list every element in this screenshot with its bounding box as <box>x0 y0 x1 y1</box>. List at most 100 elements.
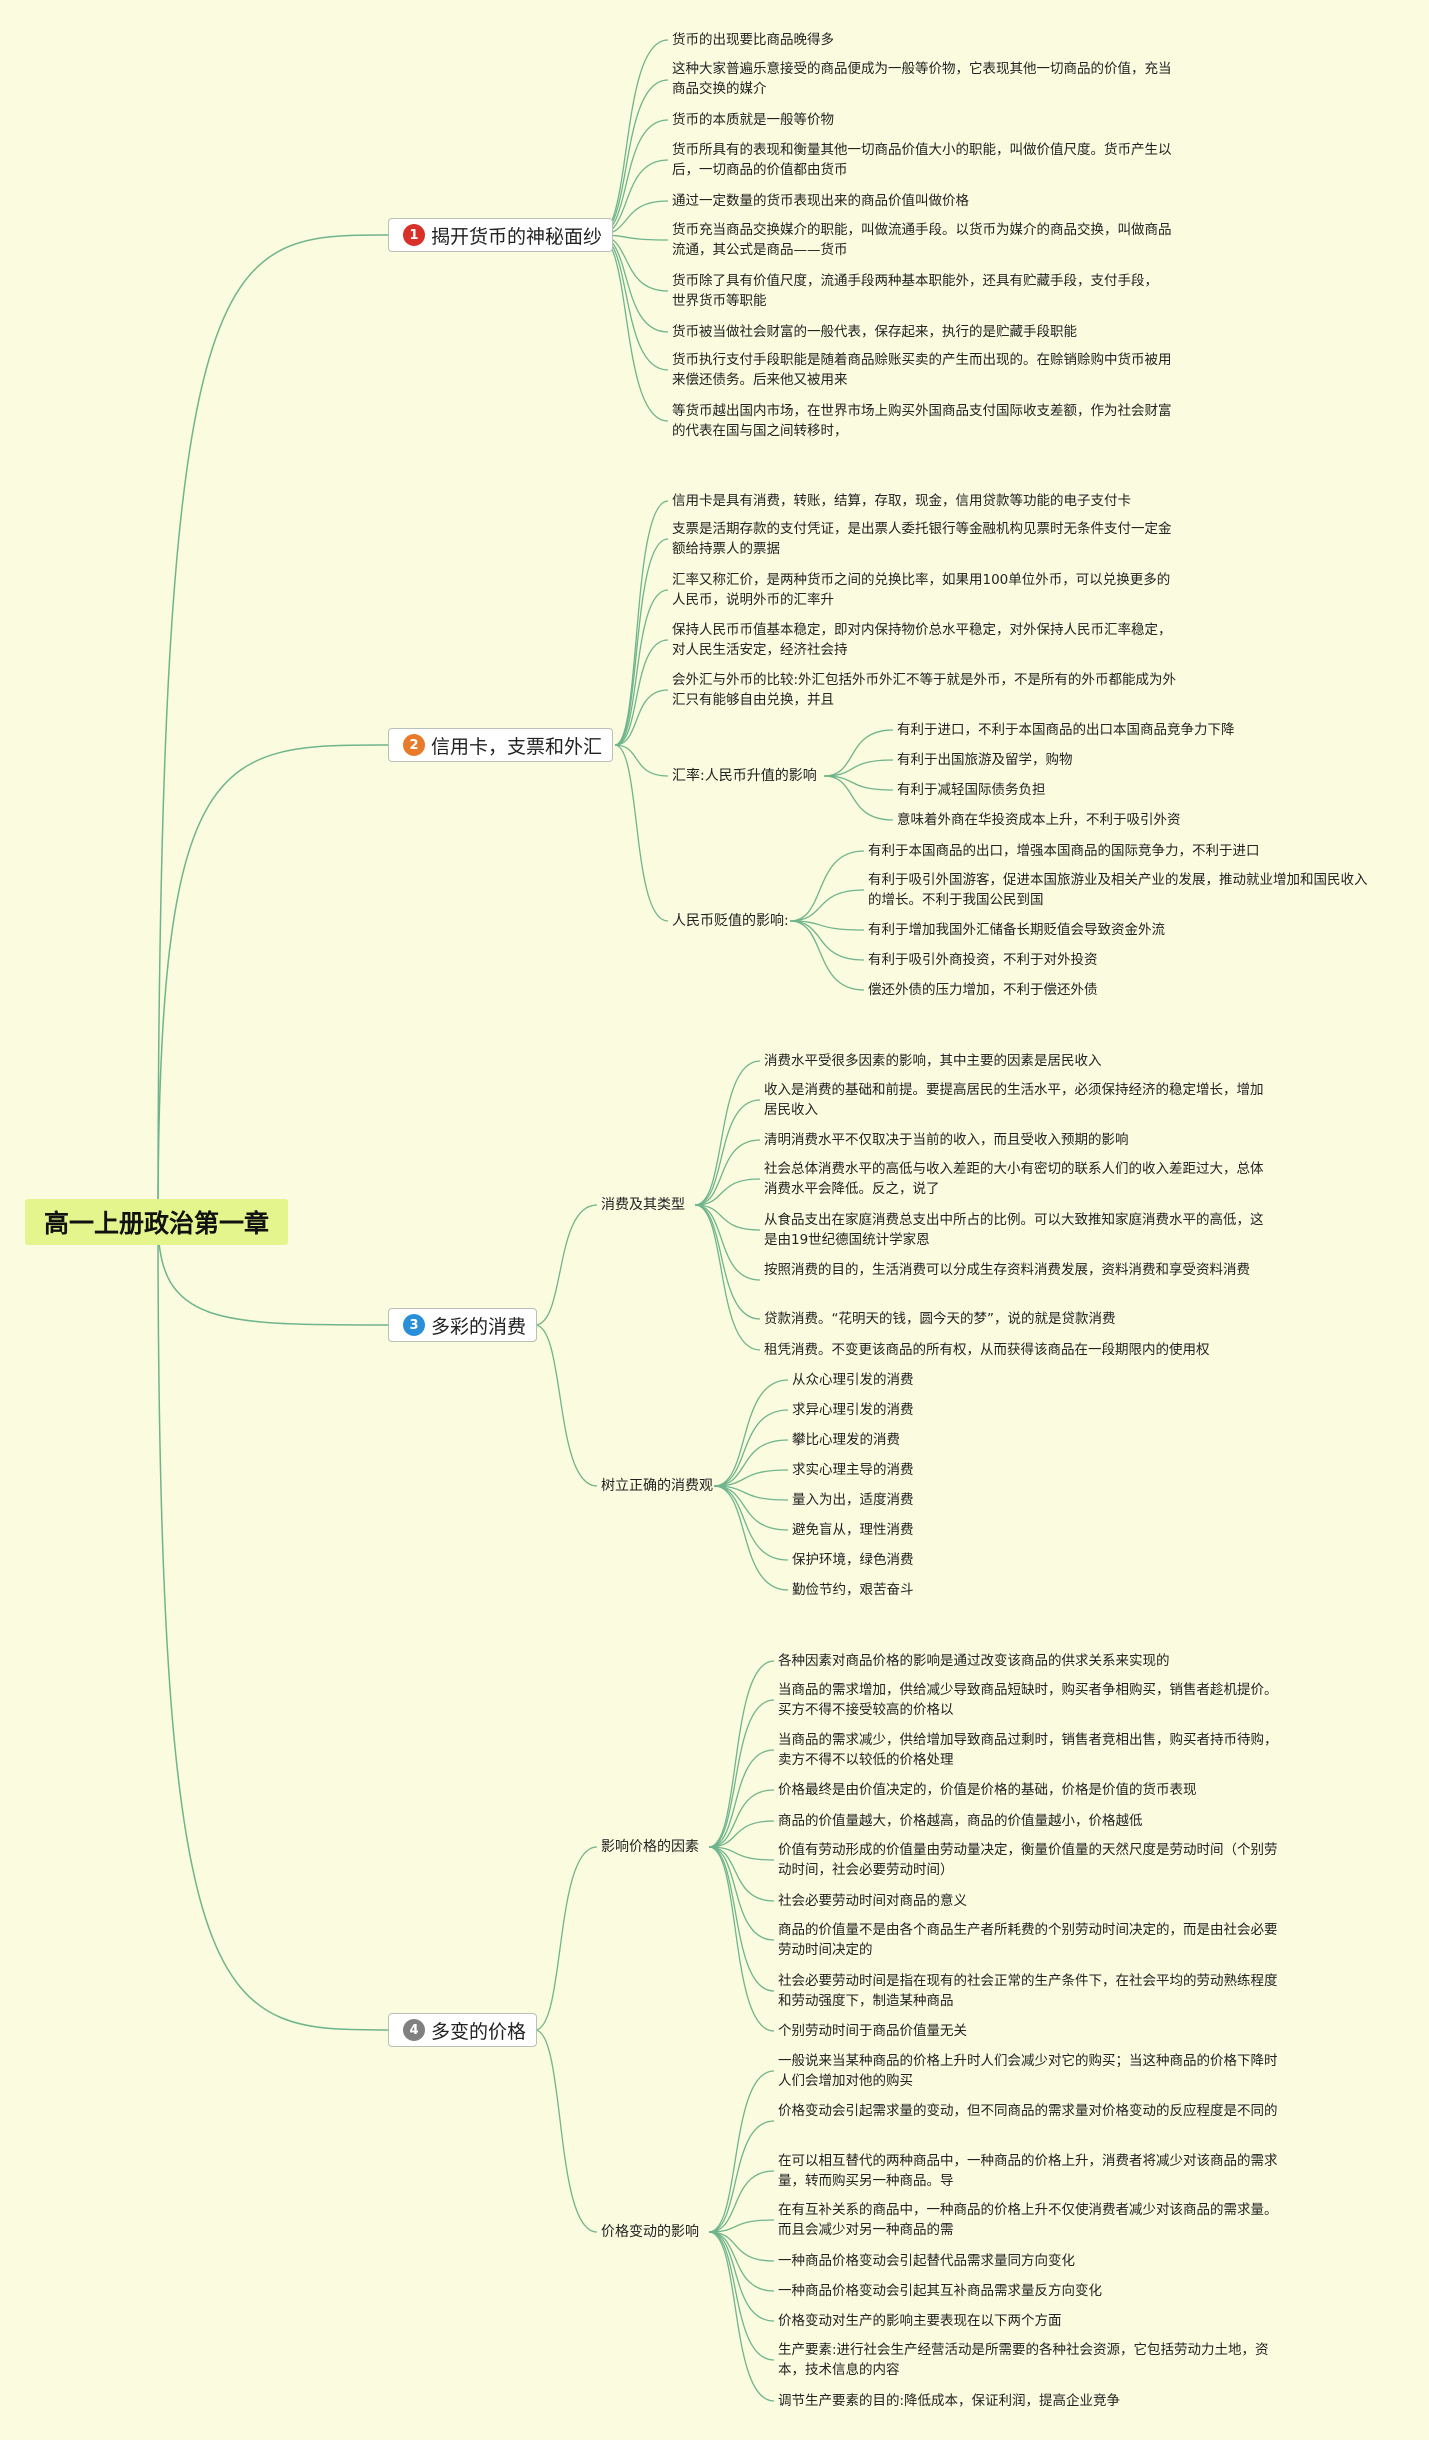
section-3-node[interactable]: 3 多彩的消费 <box>388 1308 538 1342</box>
leaf-4a-1[interactable]: 各种因素对商品价格的影响是通过改变该商品的供求关系来实现的 <box>778 1653 1170 1669</box>
leaf-2b-4[interactable]: 有利于吸引外商投资，不利于对外投资 <box>868 952 1098 968</box>
leaf-4a-4[interactable]: 价格最终是由价值决定的，价值是价格的基础，价格是价值的货币表现 <box>778 1782 1197 1798</box>
connector-s2 <box>614 744 669 777</box>
root-connector <box>157 1221 389 2031</box>
group-appreciation[interactable]: 汇率:人民币升值的影响 <box>672 768 817 784</box>
leaf-3a-4[interactable]: 社会总体消费水平的高低与收入差距的大小有密切的联系人们的收入差距过大，总体消费水… <box>764 1161 1264 1197</box>
leaf-2a-4[interactable]: 意味着外商在华投资成本上升，不利于吸引外资 <box>897 812 1181 828</box>
leaf-4b-1[interactable]: 一般说来当某种商品的价格上升时人们会减少对它的购买；当这种商品的价格下降时人们会… <box>778 2053 1278 2089</box>
leaf-3b-8[interactable]: 勤俭节约，艰苦奋斗 <box>792 1582 914 1598</box>
leaf-2b-1[interactable]: 有利于本国商品的出口，增强本国商品的国际竞争力，不利于进口 <box>868 843 1260 859</box>
leaf-2-1[interactable]: 信用卡是具有消费，转账，结算，存取，现金，信用贷款等功能的电子支付卡 <box>672 493 1131 509</box>
group-consumption-view[interactable]: 树立正确的消费观 <box>601 1478 713 1494</box>
leaf-4a-5[interactable]: 商品的价值量越大，价格越高，商品的价值量越小，价格越低 <box>778 1813 1143 1829</box>
connector-s2a <box>823 759 894 777</box>
leaf-4b-9[interactable]: 调节生产要素的目的:降低成本，保证利润，提高企业竞争 <box>778 2393 1121 2409</box>
connector-s4a <box>708 1846 775 2032</box>
leaf-2a-2[interactable]: 有利于出国旅游及留学，购物 <box>897 752 1073 768</box>
leaf-4a-7[interactable]: 社会必要劳动时间对商品的意义 <box>778 1893 967 1909</box>
leaf-1-4[interactable]: 货币所具有的表现和衡量其他一切商品价值大小的职能，叫做价值尺度。货币产生以后，一… <box>672 142 1172 178</box>
section-2-node[interactable]: 2 信用卡，支票和外汇 <box>388 728 614 762</box>
group-price-effects[interactable]: 价格变动的影响 <box>601 2224 699 2240</box>
leaf-4b-6[interactable]: 一种商品价格变动会引起其互补商品需求量反方向变化 <box>778 2283 1102 2299</box>
connector-s4b <box>708 2219 775 2233</box>
leaf-4a-2[interactable]: 当商品的需求增加，供给减少导致商品短缺时，购买者争相购买，销售者趁机提价。买方不… <box>778 1682 1278 1718</box>
leaf-2-5[interactable]: 会外汇与外币的比较:外汇包括外币外汇不等于就是外币，不是所有的外币都能成为外汇只… <box>672 672 1177 708</box>
leaf-4a-3[interactable]: 当商品的需求减少，供给增加导致商品过剩时，销售者竞相出售，购买者持币待购，卖方不… <box>778 1732 1278 1768</box>
leaf-4b-7[interactable]: 价格变动对生产的影响主要表现在以下两个方面 <box>778 2313 1062 2329</box>
root-connector <box>157 1221 389 1326</box>
leaf-3a-3[interactable]: 清明消费水平不仅取决于当前的收入，而且受收入预期的影响 <box>764 1132 1129 1148</box>
leaf-2-2[interactable]: 支票是活期存款的支付凭证，是出票人委托银行等金融机构见票时无条件支付一定金额给持… <box>672 521 1172 557</box>
leaf-3a-5[interactable]: 从食品支出在家庭消费总支出中所占的比例。可以大致推知家庭消费水平的高低，这是由1… <box>764 1212 1264 1248</box>
leaf-3a-7[interactable]: 贷款消费。“花明天的钱，圆今天的梦”，说的就是贷款消费 <box>764 1311 1116 1327</box>
leaf-4b-5[interactable]: 一种商品价格变动会引起替代品需求量同方向变化 <box>778 2253 1075 2269</box>
leaf-4b-3[interactable]: 在可以相互替代的两种商品中，一种商品的价格上升，消费者将减少对该商品的需求量，转… <box>778 2153 1278 2189</box>
connector-s3b <box>713 1485 789 1501</box>
root-connector <box>157 744 389 1223</box>
connector-s4a <box>708 1660 775 1848</box>
leaf-2b-2[interactable]: 有利于吸引外国游客，促进本国旅游业及相关产业的发展，推动就业增加和国民收入的增长… <box>868 872 1368 908</box>
leaf-3b-6[interactable]: 避免盲从，理性消费 <box>792 1522 914 1538</box>
group-depreciation[interactable]: 人民币贬值的影响: <box>672 913 789 929</box>
connector-s1 <box>597 234 669 371</box>
leaf-1-1[interactable]: 货币的出现要比商品晚得多 <box>672 32 834 48</box>
leaf-3a-6[interactable]: 按照消费的目的，生活消费可以分成生存资料消费发展，资料消费和享受资料消费 <box>764 1262 1250 1278</box>
connector-s3b <box>713 1379 789 1487</box>
connector-s3a <box>694 1139 761 1206</box>
leaf-3a-1[interactable]: 消费水平受很多因素的影响，其中主要的因素是居民收入 <box>764 1053 1102 1069</box>
number-badge-icon: 2 <box>403 734 425 756</box>
group-price-factors[interactable]: 影响价格的因素 <box>601 1839 699 1855</box>
connector-s2b <box>789 920 865 961</box>
connector-s2a <box>823 775 894 821</box>
leaf-3b-3[interactable]: 攀比心理发的消费 <box>792 1432 900 1448</box>
leaf-1-2[interactable]: 这种大家普遍乐意接受的商品便成为一般等价物，它表现其他一切商品的价值，充当商品交… <box>672 61 1172 97</box>
leaf-1-9[interactable]: 货币执行支付手段职能是随着商品赊账买卖的产生而出现的。在赊销赊购中货币被用来偿还… <box>672 352 1172 388</box>
connector-s4b <box>708 2070 775 2233</box>
leaf-2-4[interactable]: 保持人民币币值基本稳定，即对内保持物价总水平稳定，对外保持人民币汇率稳定，对人民… <box>672 622 1172 658</box>
group-consumption-types[interactable]: 消费及其类型 <box>601 1197 685 1213</box>
connector-s4b <box>708 2120 775 2233</box>
connector-s3a <box>694 1204 761 1281</box>
connector-s4b <box>708 2231 775 2322</box>
leaf-1-7[interactable]: 货币除了具有价值尺度，流通手段两种基本职能外，还具有贮藏手段，支付手段，世界货币… <box>672 273 1158 309</box>
leaf-4b-8[interactable]: 生产要素:进行社会生产经营活动是所需要的各种社会资源，它包括劳动力土地，资本，技… <box>778 2342 1269 2378</box>
leaf-4a-6[interactable]: 价值有劳动形成的价值量由劳动量决定，衡量价值量的天然尺度是劳动时间（个别劳动时间… <box>778 1842 1278 1878</box>
connector-s3a <box>694 1204 761 1231</box>
leaf-3b-7[interactable]: 保护环境，绿色消费 <box>792 1552 914 1568</box>
connector-s4b <box>708 2231 775 2292</box>
leaf-2b-5[interactable]: 偿还外债的压力增加，不利于偿还外债 <box>868 982 1098 998</box>
leaf-1-8[interactable]: 货币被当做社会财富的一般代表，保存起来，执行的是贮藏手段职能 <box>672 324 1077 340</box>
leaf-4a-9[interactable]: 社会必要劳动时间是指在现有的社会正常的生产条件下，在社会平均的劳动熟练程度和劳动… <box>778 1973 1278 2009</box>
connector-s3a <box>694 1099 761 1206</box>
leaf-4a-8[interactable]: 商品的价值量不是由各个商品生产者所耗费的个别劳动时间决定的，而是由社会必要劳动时… <box>778 1922 1278 1958</box>
leaf-4b-2[interactable]: 价格变动会引起需求量的变动，但不同商品的需求量对价格变动的反应程度是不同的 <box>778 2103 1278 2119</box>
leaf-3a-8[interactable]: 租凭消费。不变更该商品的所有权，从而获得该商品在一段期限内的使用权 <box>764 1342 1210 1358</box>
connector-s3b <box>713 1485 789 1531</box>
leaf-4b-4[interactable]: 在有互补关系的商品中，一种商品的价格上升不仅使消费者减少对该商品的需求量。而且会… <box>778 2202 1278 2238</box>
leaf-2a-1[interactable]: 有利于进口，不利于本国商品的出口本国商品竞争力下降 <box>897 722 1235 738</box>
leaf-3a-2[interactable]: 收入是消费的基础和前提。要提高居民的生活水平，必须保持经济的稳定增长，增加居民收… <box>764 1082 1264 1118</box>
leaf-4a-10[interactable]: 个别劳动时间于商品价值量无关 <box>778 2023 967 2039</box>
leaf-3b-4[interactable]: 求实心理主导的消费 <box>792 1462 914 1478</box>
leaf-1-10[interactable]: 等货币越出国内市场，在世界市场上购买外国商品支付国际收支差额，作为社会财富的代表… <box>672 403 1172 439</box>
connector-s4a <box>708 1789 775 1848</box>
section-title: 信用卡，支票和外汇 <box>431 735 603 758</box>
leaf-1-3[interactable]: 货币的本质就是一般等价物 <box>672 112 834 128</box>
leaf-3b-1[interactable]: 从众心理引发的消费 <box>792 1372 914 1388</box>
leaf-2a-3[interactable]: 有利于减轻国际债务负担 <box>897 782 1046 798</box>
leaf-3b-2[interactable]: 求异心理引发的消费 <box>792 1402 914 1418</box>
connector-s2 <box>614 744 669 922</box>
leaf-3b-5[interactable]: 量入为出，适度消费 <box>792 1492 914 1508</box>
section-1-node[interactable]: 1 揭开货币的神秘面纱 <box>388 218 614 252</box>
leaf-1-5[interactable]: 通过一定数量的货币表现出来的商品价值叫做价格 <box>672 193 969 209</box>
connector-s3b <box>713 1439 789 1487</box>
leaf-2b-3[interactable]: 有利于增加我国外汇储备长期贬值会导致资金外流 <box>868 922 1165 938</box>
section-title: 多变的价格 <box>431 2020 527 2043</box>
connector-s4a <box>708 1699 775 1848</box>
connector-s4a <box>708 1846 775 1941</box>
leaf-2-3[interactable]: 汇率又称汇价，是两种货币之间的兑换比率，如果用100单位外币，可以兑换更多的人民… <box>672 572 1171 608</box>
leaf-1-6[interactable]: 货币充当商品交换媒介的职能，叫做流通手段。以货币为媒介的商品交换，叫做商品流通，… <box>672 222 1172 258</box>
root-node[interactable]: 高一上册政治第一章 <box>25 1199 288 1245</box>
section-4-node[interactable]: 4 多变的价格 <box>388 2013 538 2047</box>
